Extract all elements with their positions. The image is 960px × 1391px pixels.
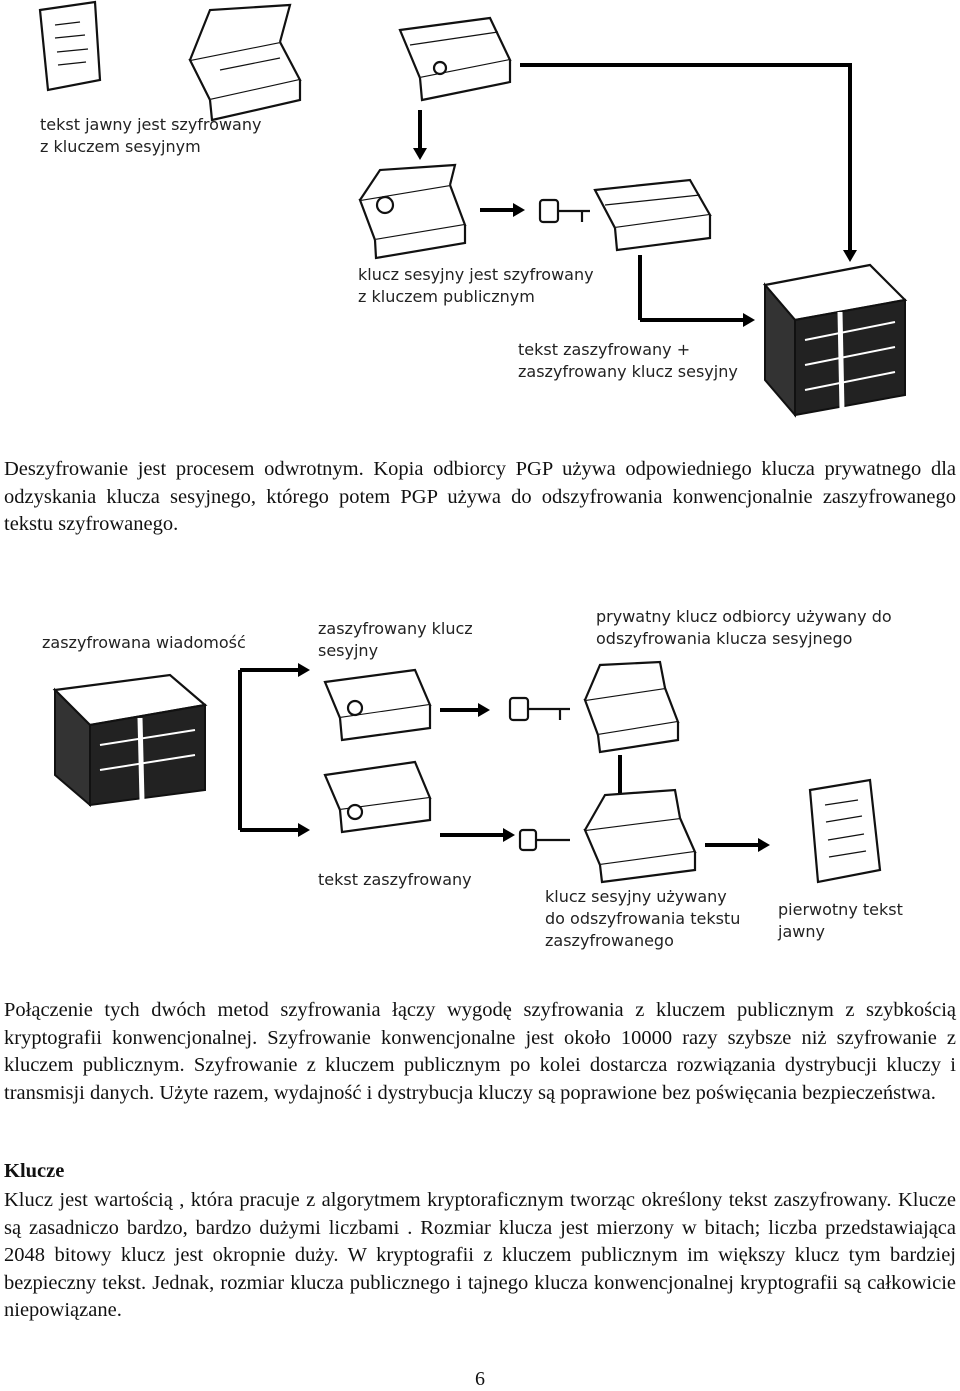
locked-chest-icon	[323, 668, 432, 742]
label-session-key-used: klucz sesyjny używany do odszyfrowania t…	[545, 887, 745, 950]
label-result: tekst zaszyfrowany + zaszyfrowany klucz …	[518, 340, 738, 381]
paragraph-decryption: Deszyfrowanie jest procesem odwrotnym. K…	[4, 458, 956, 535]
label-encrypted-message: zaszyfrowana wiadomość	[42, 633, 246, 652]
locked-bundle-icon	[762, 263, 908, 418]
label-private-key: prywatny klucz odbiorcy używany do odszy…	[596, 607, 897, 648]
label-ciphertext: tekst zaszyfrowany	[318, 870, 472, 889]
label-encrypted-session-key: zaszyfrowany klucz sesyjny	[318, 619, 478, 660]
label-session-key-encrypted: klucz sesyjny jest szyfrowany z kluczem …	[358, 265, 599, 306]
open-chest-icon-2	[583, 788, 697, 884]
key-icon	[538, 198, 590, 224]
document-icon	[38, 0, 102, 92]
label-plaintext-encrypted: tekst jawny jest szyfrowany z kluczem se…	[40, 115, 267, 156]
locked-bundle-icon	[52, 673, 208, 808]
page-number: 6	[475, 1368, 485, 1390]
locked-chest-icon-2	[323, 760, 432, 834]
locked-chest-icon	[398, 16, 512, 102]
open-chest-icon	[188, 3, 302, 122]
paragraph-keys: Klucz jest wartością , która pracuje z a…	[4, 1189, 956, 1321]
figure-decryption: zaszyfrowana wiadomość zaszyfrowany kluc…	[0, 590, 960, 960]
document-icon	[808, 778, 882, 884]
paragraph-hybrid: Połączenie tych dwóch metod szyfrowania …	[4, 999, 956, 1104]
open-chest-with-key-icon	[358, 163, 467, 260]
section-heading-keys: Klucze	[4, 1160, 65, 1182]
locked-chest-icon-2	[593, 178, 712, 252]
open-chest-icon	[583, 660, 680, 754]
session-key-icon	[518, 828, 570, 852]
figure-encryption: tekst jawny jest szyfrowany z kluczem se…	[0, 0, 960, 420]
private-key-icon	[508, 696, 570, 722]
label-original-plaintext: pierwotny tekst jawny	[777, 900, 908, 941]
